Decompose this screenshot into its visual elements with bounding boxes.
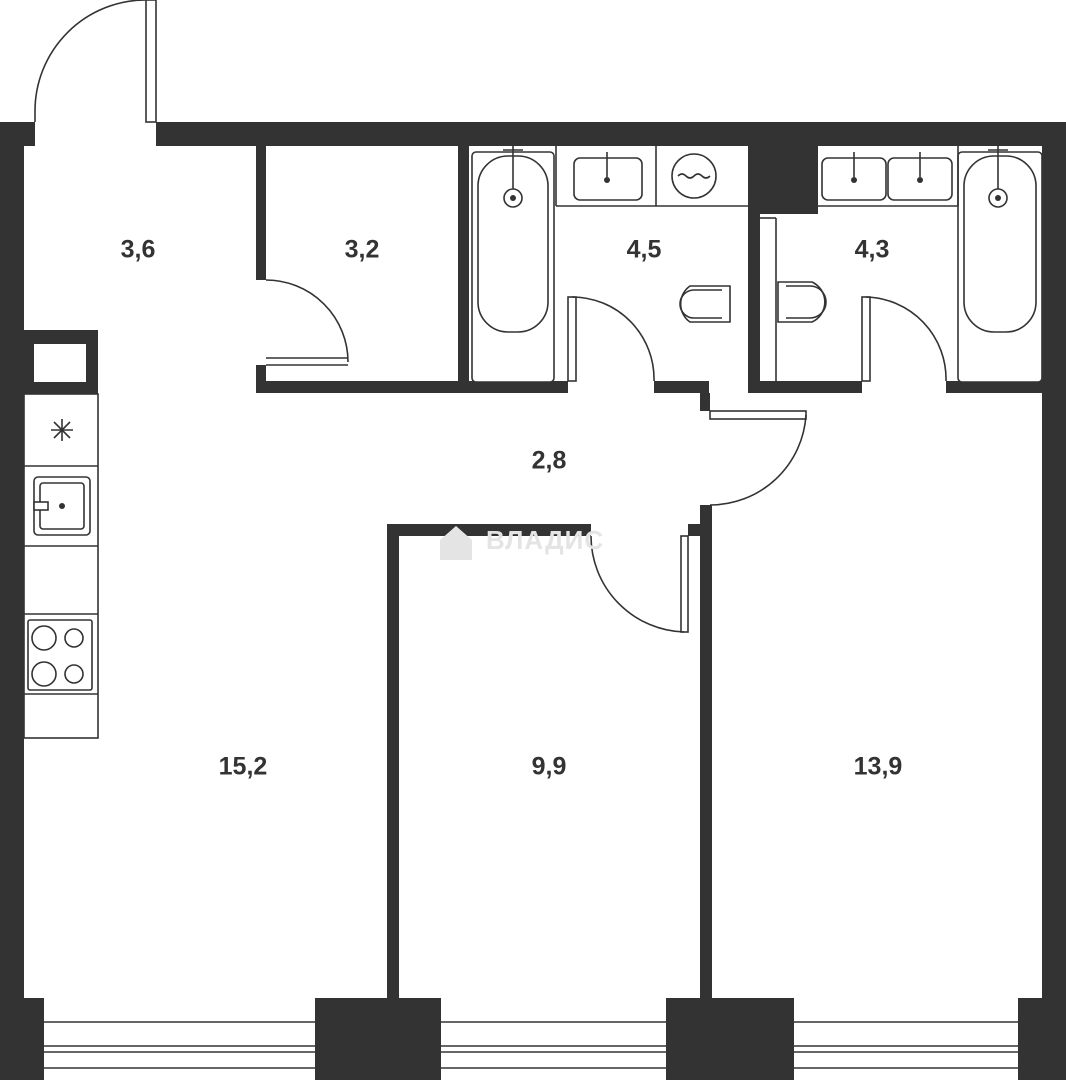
wall-bedroom1-top-left bbox=[387, 524, 591, 536]
column-right bbox=[1018, 998, 1066, 1080]
wall-bath2-bottom-right bbox=[946, 381, 1042, 393]
watermark: ВЛАДИС bbox=[440, 525, 604, 560]
window-bedroom-2 bbox=[794, 1021, 1018, 1069]
storage-door bbox=[265, 279, 349, 366]
fridge-snowflake-icon bbox=[51, 419, 73, 441]
area-bedroom-1: 9,9 bbox=[532, 753, 567, 781]
wall-bedroom1-left bbox=[387, 524, 399, 1000]
bathroom-2-fixtures bbox=[760, 146, 1043, 383]
wall-right bbox=[1042, 122, 1066, 1080]
bathroom-2-door bbox=[861, 296, 947, 382]
area-hall: 3,6 bbox=[121, 236, 156, 264]
bathroom-1-door bbox=[567, 296, 655, 382]
wall-storage-stub bbox=[256, 365, 266, 391]
column-1 bbox=[315, 998, 441, 1080]
wall-corridor-stub bbox=[700, 393, 710, 411]
watermark-text: ВЛАДИС bbox=[486, 525, 604, 555]
kitchen-fixtures bbox=[23, 393, 99, 739]
house-logo-icon bbox=[440, 526, 472, 560]
area-bathroom-2: 4,3 bbox=[855, 236, 890, 264]
area-kitchen-living: 15,2 bbox=[219, 753, 268, 781]
toilet-icon bbox=[777, 281, 826, 323]
wall-bath1-left bbox=[458, 146, 469, 392]
bedroom-1-door bbox=[590, 535, 689, 633]
windows bbox=[44, 1021, 1018, 1069]
wall-bath1-right-bottom bbox=[654, 381, 709, 393]
wall-bedroom2-left bbox=[700, 505, 712, 1000]
wall-top bbox=[156, 122, 1066, 146]
column-2 bbox=[666, 998, 794, 1080]
wall-bath2-bottom-left bbox=[748, 381, 862, 393]
stove-icon bbox=[27, 619, 93, 691]
area-bathroom-1: 4,5 bbox=[627, 236, 662, 264]
wall-left bbox=[0, 122, 24, 1080]
doors bbox=[34, 0, 947, 633]
wall-storage-bottom bbox=[256, 381, 568, 393]
bathroom-1-fixtures bbox=[471, 146, 748, 383]
wall-storage-left bbox=[256, 146, 266, 280]
wall-bedroom1-top-right bbox=[688, 524, 712, 536]
entrance-door bbox=[34, 0, 157, 123]
bedroom-2-door bbox=[709, 410, 807, 506]
area-bedroom-2: 13,9 bbox=[854, 753, 903, 781]
wall-shaft bbox=[748, 146, 818, 214]
area-storage: 3,2 bbox=[345, 236, 380, 264]
area-corridor: 2,8 bbox=[532, 447, 567, 475]
walls bbox=[0, 122, 1066, 1080]
window-kitchen bbox=[44, 1021, 315, 1069]
window-bedroom-1 bbox=[441, 1021, 666, 1069]
column-left bbox=[0, 998, 44, 1080]
area-labels: 3,6 3,2 4,5 4,3 2,8 15,2 9,9 13,9 bbox=[121, 236, 903, 781]
